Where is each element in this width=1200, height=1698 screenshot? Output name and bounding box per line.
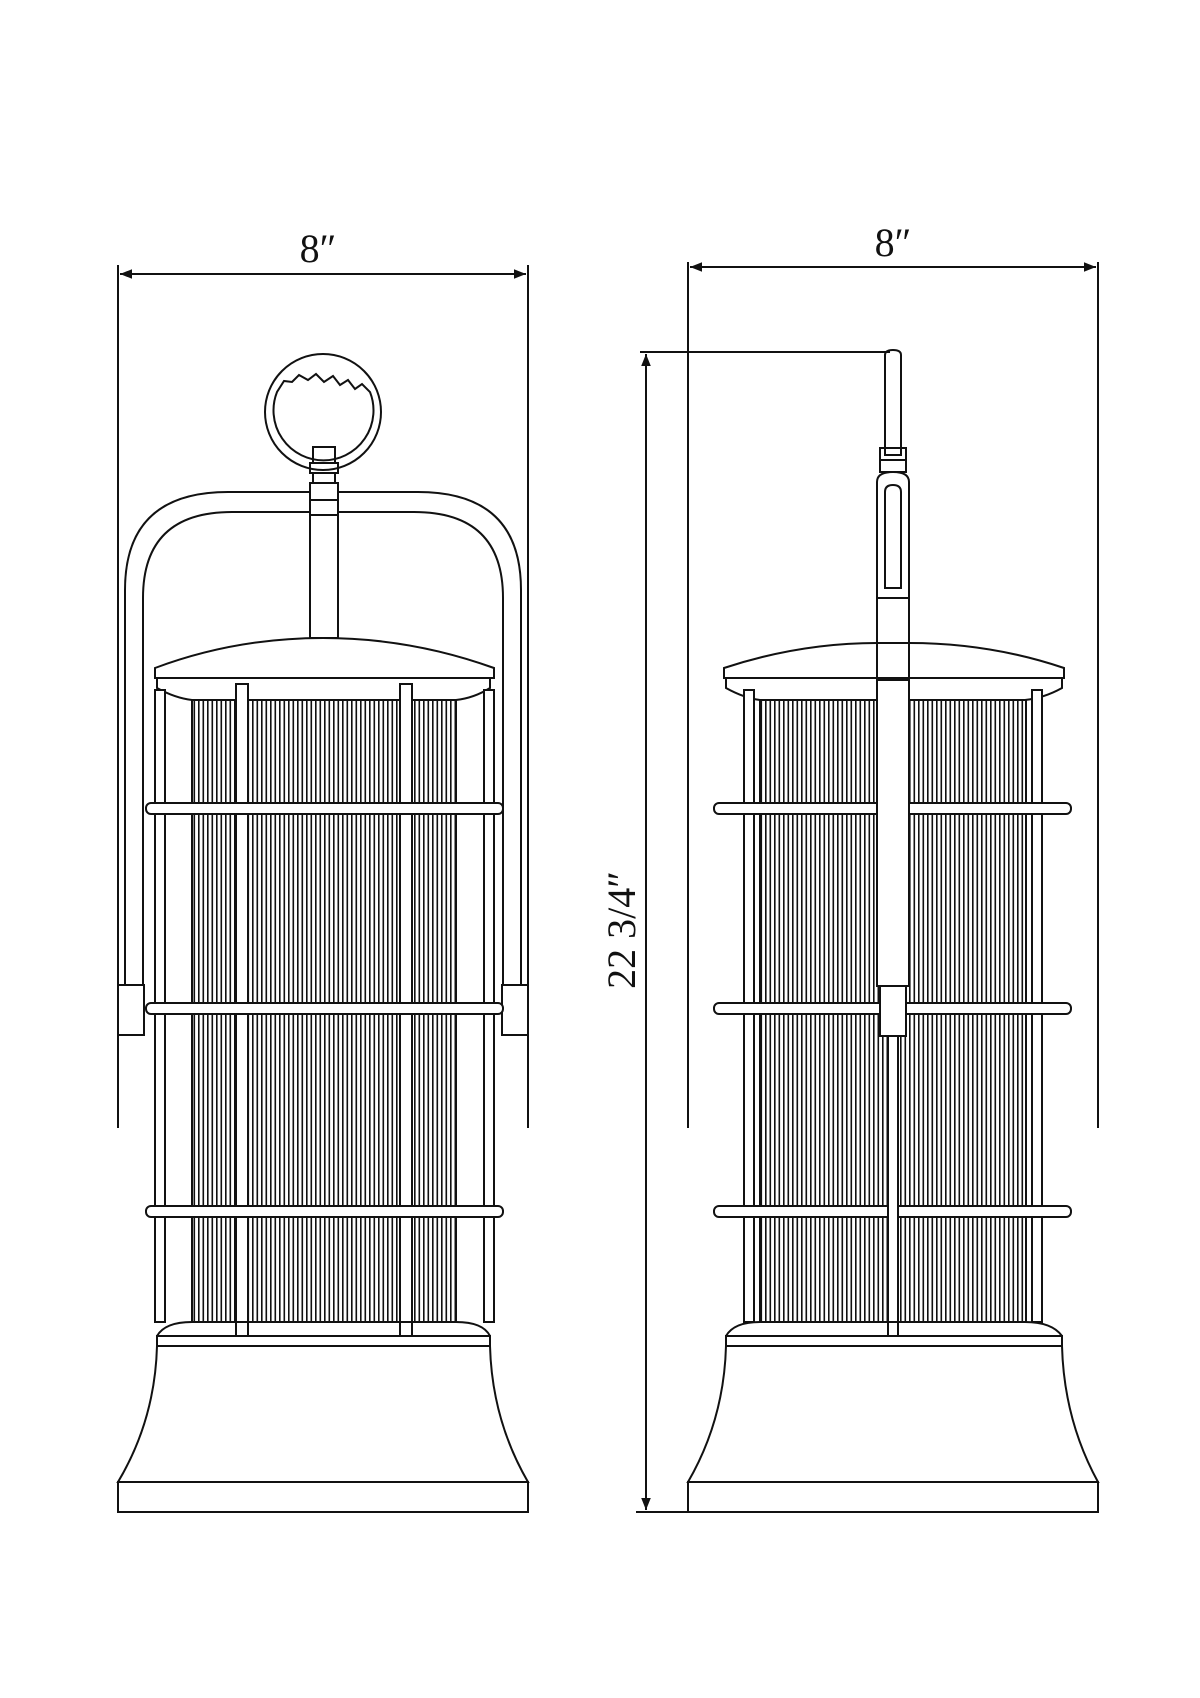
cage-bars [146,684,503,1336]
lantern-base [118,1322,528,1512]
side-view: 8″ 22 3/4″ [599,220,1098,1512]
overall-height-label: 22 3/4″ [599,871,644,989]
front-view: 8″ [118,226,528,1512]
top-cap [155,638,494,700]
bail-handle [118,492,528,1035]
side-lantern-base [688,1322,1098,1512]
center-stem [310,483,338,638]
hanging-ring [265,354,381,483]
front-width-label: 8″ [300,226,337,271]
overall-height-dimension: 22 3/4″ [599,354,688,1512]
side-width-label: 8″ [875,220,912,265]
side-width-dimension: 8″ [688,220,1098,1128]
side-hook-strap [877,680,909,1036]
